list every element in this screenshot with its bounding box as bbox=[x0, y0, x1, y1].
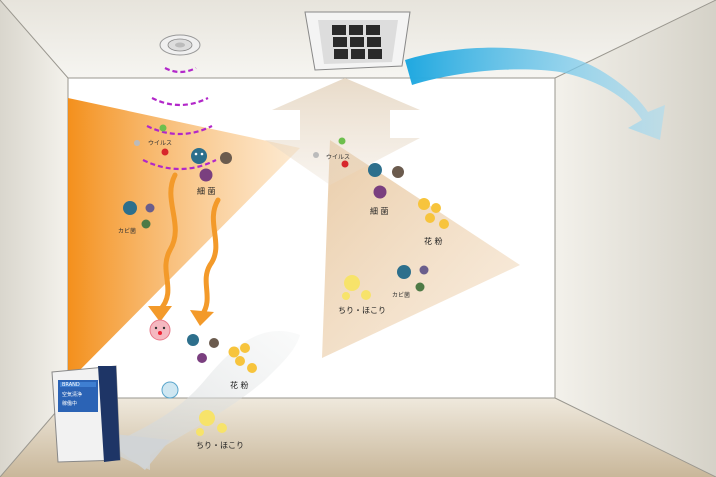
virus-label-left: ウイルス bbox=[148, 140, 173, 147]
pollen-icon bbox=[228, 343, 257, 373]
purifier-screen-line3: 稼働中 bbox=[62, 400, 77, 407]
virus-icon bbox=[313, 137, 349, 168]
face-icon bbox=[149, 319, 171, 341]
mold-icon bbox=[123, 201, 155, 229]
pollen-label-right: 花 粉 bbox=[424, 237, 443, 246]
ceiling-diffuser-icon bbox=[159, 34, 201, 56]
bacteria-label-left: 細 菌 bbox=[197, 187, 216, 196]
virus-label-right: ウイルス bbox=[326, 154, 351, 161]
bacteria-icon bbox=[368, 163, 404, 199]
purifier-screen-line2: 空気清浄 bbox=[62, 391, 82, 398]
orange-flow-arrows bbox=[157, 172, 221, 318]
mold-label-left: カビ菌 bbox=[118, 228, 137, 235]
right-wall bbox=[555, 0, 716, 477]
dust-label-right: ちり・ほこり bbox=[338, 306, 386, 315]
up-flow-arrow bbox=[265, 78, 420, 185]
pollen-label-bottom: 花 粉 bbox=[230, 381, 249, 390]
dust-icon bbox=[196, 410, 227, 436]
airflow-beam-left bbox=[68, 98, 300, 382]
mold-icon bbox=[397, 265, 429, 292]
left-wall bbox=[0, 0, 68, 477]
dust-icon bbox=[342, 275, 371, 300]
dust-label-bottom: ちり・ほこり bbox=[196, 441, 244, 450]
emission-waves bbox=[142, 67, 217, 170]
airflow-beam-right bbox=[322, 140, 520, 358]
pollen-icon bbox=[418, 198, 449, 229]
ceiling-ac-icon bbox=[304, 11, 411, 71]
virus-icon bbox=[134, 124, 169, 156]
air-purifier-icon: BRAND 空気清浄 稼働中 bbox=[51, 365, 121, 463]
virus-icon bbox=[161, 381, 179, 399]
purifier-screen-line1: BRAND bbox=[62, 382, 80, 388]
mold-label-right: カビ菌 bbox=[392, 292, 411, 299]
bacteria-label-right: 細 菌 bbox=[370, 207, 389, 216]
bacteria-icon bbox=[187, 334, 219, 363]
bacteria-icon bbox=[191, 148, 232, 182]
exhaust-arrow-icon bbox=[405, 47, 665, 140]
